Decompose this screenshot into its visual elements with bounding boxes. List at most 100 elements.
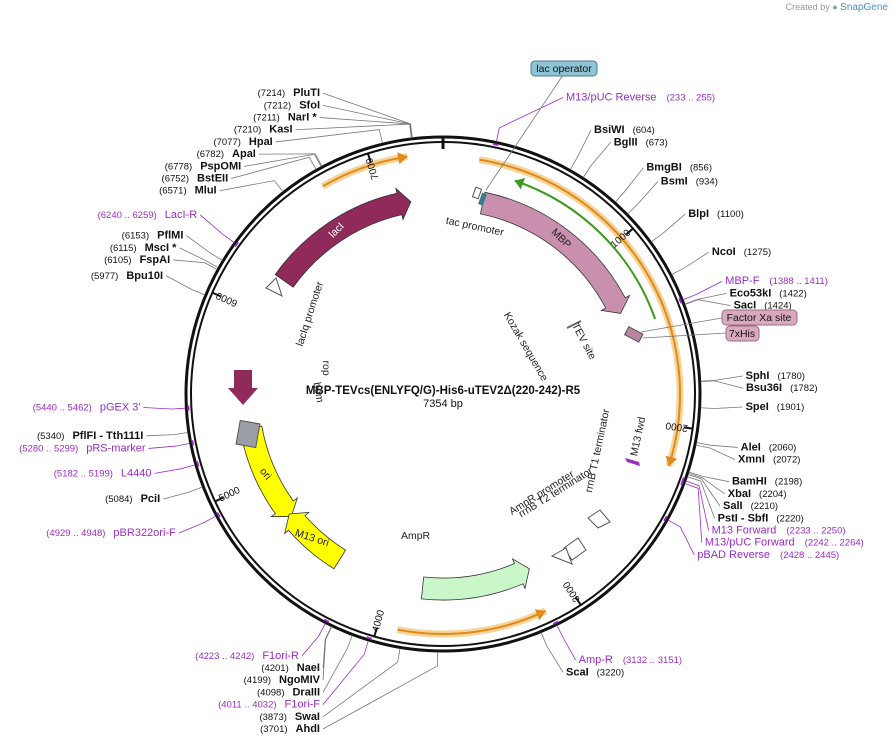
feature-arrow-ampr — [420, 557, 530, 601]
plasmid-name: MBP-TEVcs(ENLYFQ/G)-His6-uTEV2Δ(220-242)… — [306, 385, 581, 397]
enzyme-name: ScaI — [566, 666, 589, 678]
enzyme-position: (1901) — [777, 402, 804, 413]
primer-position: (4011 .. 4032) — [218, 700, 276, 711]
enzyme-position: (1424) — [764, 301, 791, 312]
primer-mark — [196, 461, 200, 467]
primer-name: pRS-marker — [86, 442, 146, 454]
label-leader — [244, 153, 322, 167]
track-arrowhead — [397, 152, 408, 165]
primer-mark — [493, 143, 499, 147]
enzyme-position: (2072) — [773, 455, 800, 466]
primer-name: M13/pUC Forward — [705, 537, 795, 549]
bom-box — [235, 419, 261, 449]
feature-label: AmpR — [401, 530, 431, 542]
enzyme-position: (1782) — [790, 383, 817, 394]
primer-position: (2428 .. 2445) — [780, 550, 839, 561]
credit-brand: SnapGene — [840, 2, 888, 13]
enzyme-label: (6153)PflMI — [122, 230, 184, 242]
enzyme-position: (6105) — [104, 255, 131, 266]
lac-operator-mark — [478, 192, 487, 206]
enzyme-label: (3701)AhdI — [260, 723, 320, 735]
label-leader — [295, 123, 412, 138]
track-halo — [396, 607, 548, 638]
enzyme-position: (2198) — [775, 477, 802, 488]
tick-label: 6000 — [214, 289, 239, 308]
label-leader — [556, 625, 576, 661]
enzyme-label: (6782)ApaI — [197, 148, 256, 160]
primer-position: (1388 .. 1411) — [769, 276, 827, 287]
primer-name: MBP-F — [725, 275, 760, 287]
feature-label: tac promoter — [445, 215, 506, 239]
enzyme-position: (5340) — [37, 431, 64, 442]
center-title: MBP-TEVcs(ENLYFQ/G)-His6-uTEV2Δ(220-242)… — [306, 385, 581, 410]
label-leader — [179, 247, 219, 268]
tick-label: 3000 — [561, 579, 583, 604]
primer-position: (3132 .. 3151) — [623, 655, 682, 666]
primer-label: M13/pUC Reverse(233 .. 255) — [566, 91, 715, 103]
enzyme-label: (5340) PflFI - Tth111I — [37, 430, 143, 442]
enzyme-name: SacI — [734, 300, 757, 312]
enzyme-label: (3873)SwaI — [259, 711, 320, 723]
tick-mark — [683, 426, 693, 430]
enzyme-position: (7214) — [258, 88, 285, 99]
enzyme-label: SpeI(1901) — [746, 401, 805, 413]
label-leader — [651, 213, 686, 243]
label-leader — [496, 97, 564, 142]
credit-prefix: Created by — [785, 2, 830, 12]
enzyme-name: ApaI — [232, 148, 256, 160]
enzyme-name: BamHI — [732, 476, 767, 488]
enzyme-name: PluTI — [293, 87, 320, 99]
enzyme-position: (673) — [646, 137, 668, 148]
boxed-labels: lac operator Factor Xa site 7xHis — [485, 60, 798, 342]
label-leader — [684, 299, 731, 307]
feature-label: rop — [320, 361, 332, 376]
enzyme-name: PflFI - Tth111I — [72, 430, 143, 442]
enzyme-label: SalI(2210) — [723, 500, 778, 512]
track-line — [397, 610, 547, 635]
primer-label: pBAD Reverse (2428 .. 2445) — [697, 549, 839, 561]
enzyme-name: XbaI — [728, 488, 751, 500]
track-line — [479, 158, 681, 467]
enzyme-name: NaeI — [297, 662, 320, 674]
label-leader — [667, 519, 695, 556]
enzyme-name: SphI — [746, 370, 770, 382]
label-leader — [688, 472, 726, 495]
enzyme-position: (4098) — [257, 687, 284, 698]
primer-position: (5440 .. 5462) — [33, 403, 92, 414]
label-leader — [146, 432, 188, 437]
label-leader — [684, 483, 703, 543]
snapgene-logo-icon: ● — [832, 2, 838, 12]
enzyme-name: HpaI — [249, 136, 273, 148]
label-leader — [569, 129, 592, 170]
tick-mark — [373, 627, 378, 637]
enzyme-position: (4199) — [244, 675, 271, 686]
enzyme-label: (7212)SfoI — [264, 99, 320, 111]
primer-position: (233 .. 255) — [666, 92, 715, 103]
feature-label: rrnB T2 terminator — [517, 465, 596, 520]
label-leader — [582, 142, 612, 178]
enzyme-position: (1100) — [717, 209, 744, 220]
rrnb-t1-terminator-mark — [587, 509, 611, 529]
feature-label: lacIq promoter — [294, 280, 326, 348]
enzyme-label: SacI (1424) — [734, 300, 792, 312]
primer-name: pBAD Reverse — [697, 549, 770, 561]
label-leader — [682, 280, 723, 300]
enzyme-name: PstI - SbfI — [718, 512, 769, 524]
primer-label: MBP-F (1388 .. 1411) — [725, 275, 828, 287]
enzyme-label: BsiWI(604) — [594, 124, 655, 136]
laciq-promoter-mark — [265, 277, 283, 297]
tick-mark — [575, 596, 582, 606]
enzyme-position: (934) — [696, 177, 718, 188]
track-arrowhead — [514, 178, 526, 190]
label-leader — [322, 104, 413, 138]
enzyme-name: FspAI — [140, 254, 171, 266]
primer-mark — [323, 618, 330, 623]
primer-position: (5182 .. 5199) — [54, 468, 113, 479]
enzyme-label: BamHI (2198) — [732, 476, 802, 488]
rop-arrow — [228, 370, 258, 405]
enzyme-label: XmnI(2072) — [738, 454, 800, 466]
primer-label: M13 Forward(2233 .. 2250) — [712, 525, 846, 537]
enzyme-position: (5977) — [91, 271, 118, 282]
his-leader — [642, 332, 727, 339]
primer-name: pBR322ori-F — [113, 527, 176, 539]
